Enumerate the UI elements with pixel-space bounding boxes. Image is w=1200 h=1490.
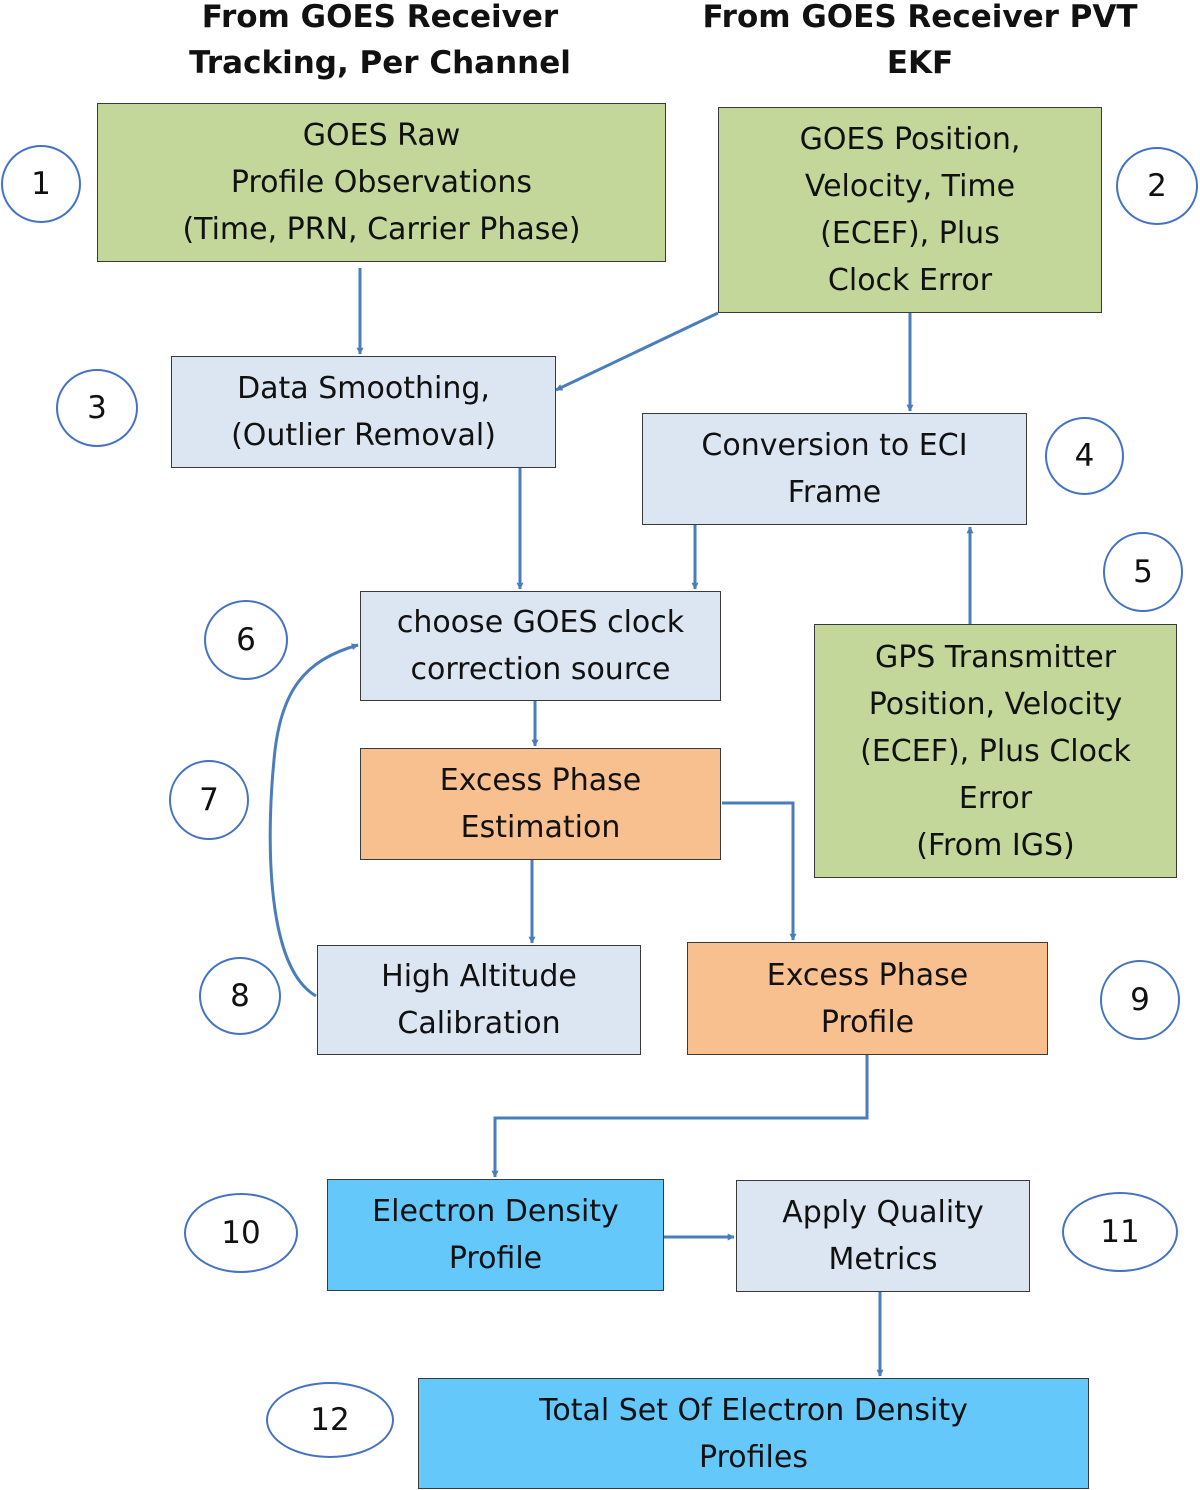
step-number-2-text: 2 [1147,168,1167,204]
box-data-smoothing: Data Smoothing, (Outlier Removal) [171,356,556,468]
arrow-excessest-to-excessprof [722,801,797,941]
box-excess-phase-estimation-label: Excess Phase Estimation [439,763,642,845]
arrow-excessprof-to-edp [491,1055,869,1178]
step-number-4: 4 [1045,417,1124,495]
header-tracking-text: From GOES Receiver Tracking, Per Channel [189,0,571,81]
box-excess-phase-profile-label: Excess Phase Profile [766,957,969,1040]
box-gps-transmitter: GPS Transmitter Position, Velocity (ECEF… [814,624,1177,878]
step-number-10-text: 10 [221,1215,261,1251]
step-number-11: 11 [1062,1192,1178,1272]
step-number-9: 9 [1100,960,1180,1040]
header-pvt-ekf-text: From GOES Receiver PVT EKF [702,0,1138,81]
arrow-pvt-to-smoothing [555,311,719,392]
step-number-8-text: 8 [230,978,250,1014]
step-number-4-text: 4 [1074,438,1095,474]
box-excess-phase-profile: Excess Phase Profile [687,942,1048,1055]
step-number-1: 1 [1,145,81,223]
box-goes-pvt: GOES Position, Velocity, Time (ECEF), Pl… [718,107,1102,313]
step-number-12: 12 [266,1382,394,1458]
box-high-altitude-calibration: High Altitude Calibration [317,945,641,1055]
step-number-5: 5 [1103,532,1183,612]
box-electron-density-profile-label: Electron Density Profile [372,1194,619,1276]
step-number-6: 6 [204,600,288,680]
step-number-5-text: 5 [1133,554,1153,590]
box-data-smoothing-label: Data Smoothing, (Outlier Removal) [231,371,496,453]
box-quality-metrics-label: Apply Quality Metrics [782,1195,984,1277]
step-number-8: 8 [199,957,281,1035]
step-number-7: 7 [169,760,249,840]
box-raw-observations: GOES Raw Profile Observations (Time, PRN… [97,103,666,262]
step-number-3: 3 [56,369,138,447]
box-goes-pvt-label: GOES Position, Velocity, Time (ECEF), Pl… [799,122,1021,298]
box-raw-observations-label: GOES Raw Profile Observations (Time, PRN… [182,118,581,247]
step-number-12-text: 12 [310,1402,350,1438]
step-number-10: 10 [184,1193,298,1273]
arrow-highalt-feedback [268,643,359,998]
step-number-1-text: 1 [31,166,51,202]
box-clock-correction-source-label: choose GOES clock correction source [396,605,685,687]
box-gps-transmitter-label: GPS Transmitter Position, Velocity (ECEF… [860,639,1131,863]
box-high-altitude-calibration-label: High Altitude Calibration [381,959,577,1041]
step-number-9-text: 9 [1130,982,1150,1018]
step-number-6-text: 6 [236,622,256,658]
step-number-11-text: 11 [1100,1214,1140,1250]
header-tracking: From GOES Receiver Tracking, Per Channel [160,0,600,86]
step-number-3-text: 3 [87,390,107,426]
header-pvt-ekf: From GOES Receiver PVT EKF [680,0,1160,86]
box-excess-phase-estimation: Excess Phase Estimation [360,748,721,860]
box-clock-correction-source: choose GOES clock correction source [360,591,721,701]
box-total-electron-density-profiles: Total Set Of Electron Density Profiles [418,1378,1089,1489]
box-total-electron-density-profiles-label: Total Set Of Electron Density Profiles [539,1392,968,1475]
box-quality-metrics: Apply Quality Metrics [736,1180,1030,1292]
box-electron-density-profile: Electron Density Profile [327,1179,664,1291]
step-number-7-text: 7 [199,782,219,818]
box-eci-conversion-label: Conversion to ECI Frame [701,428,968,510]
step-number-2: 2 [1116,147,1198,225]
box-eci-conversion: Conversion to ECI Frame [642,413,1027,525]
